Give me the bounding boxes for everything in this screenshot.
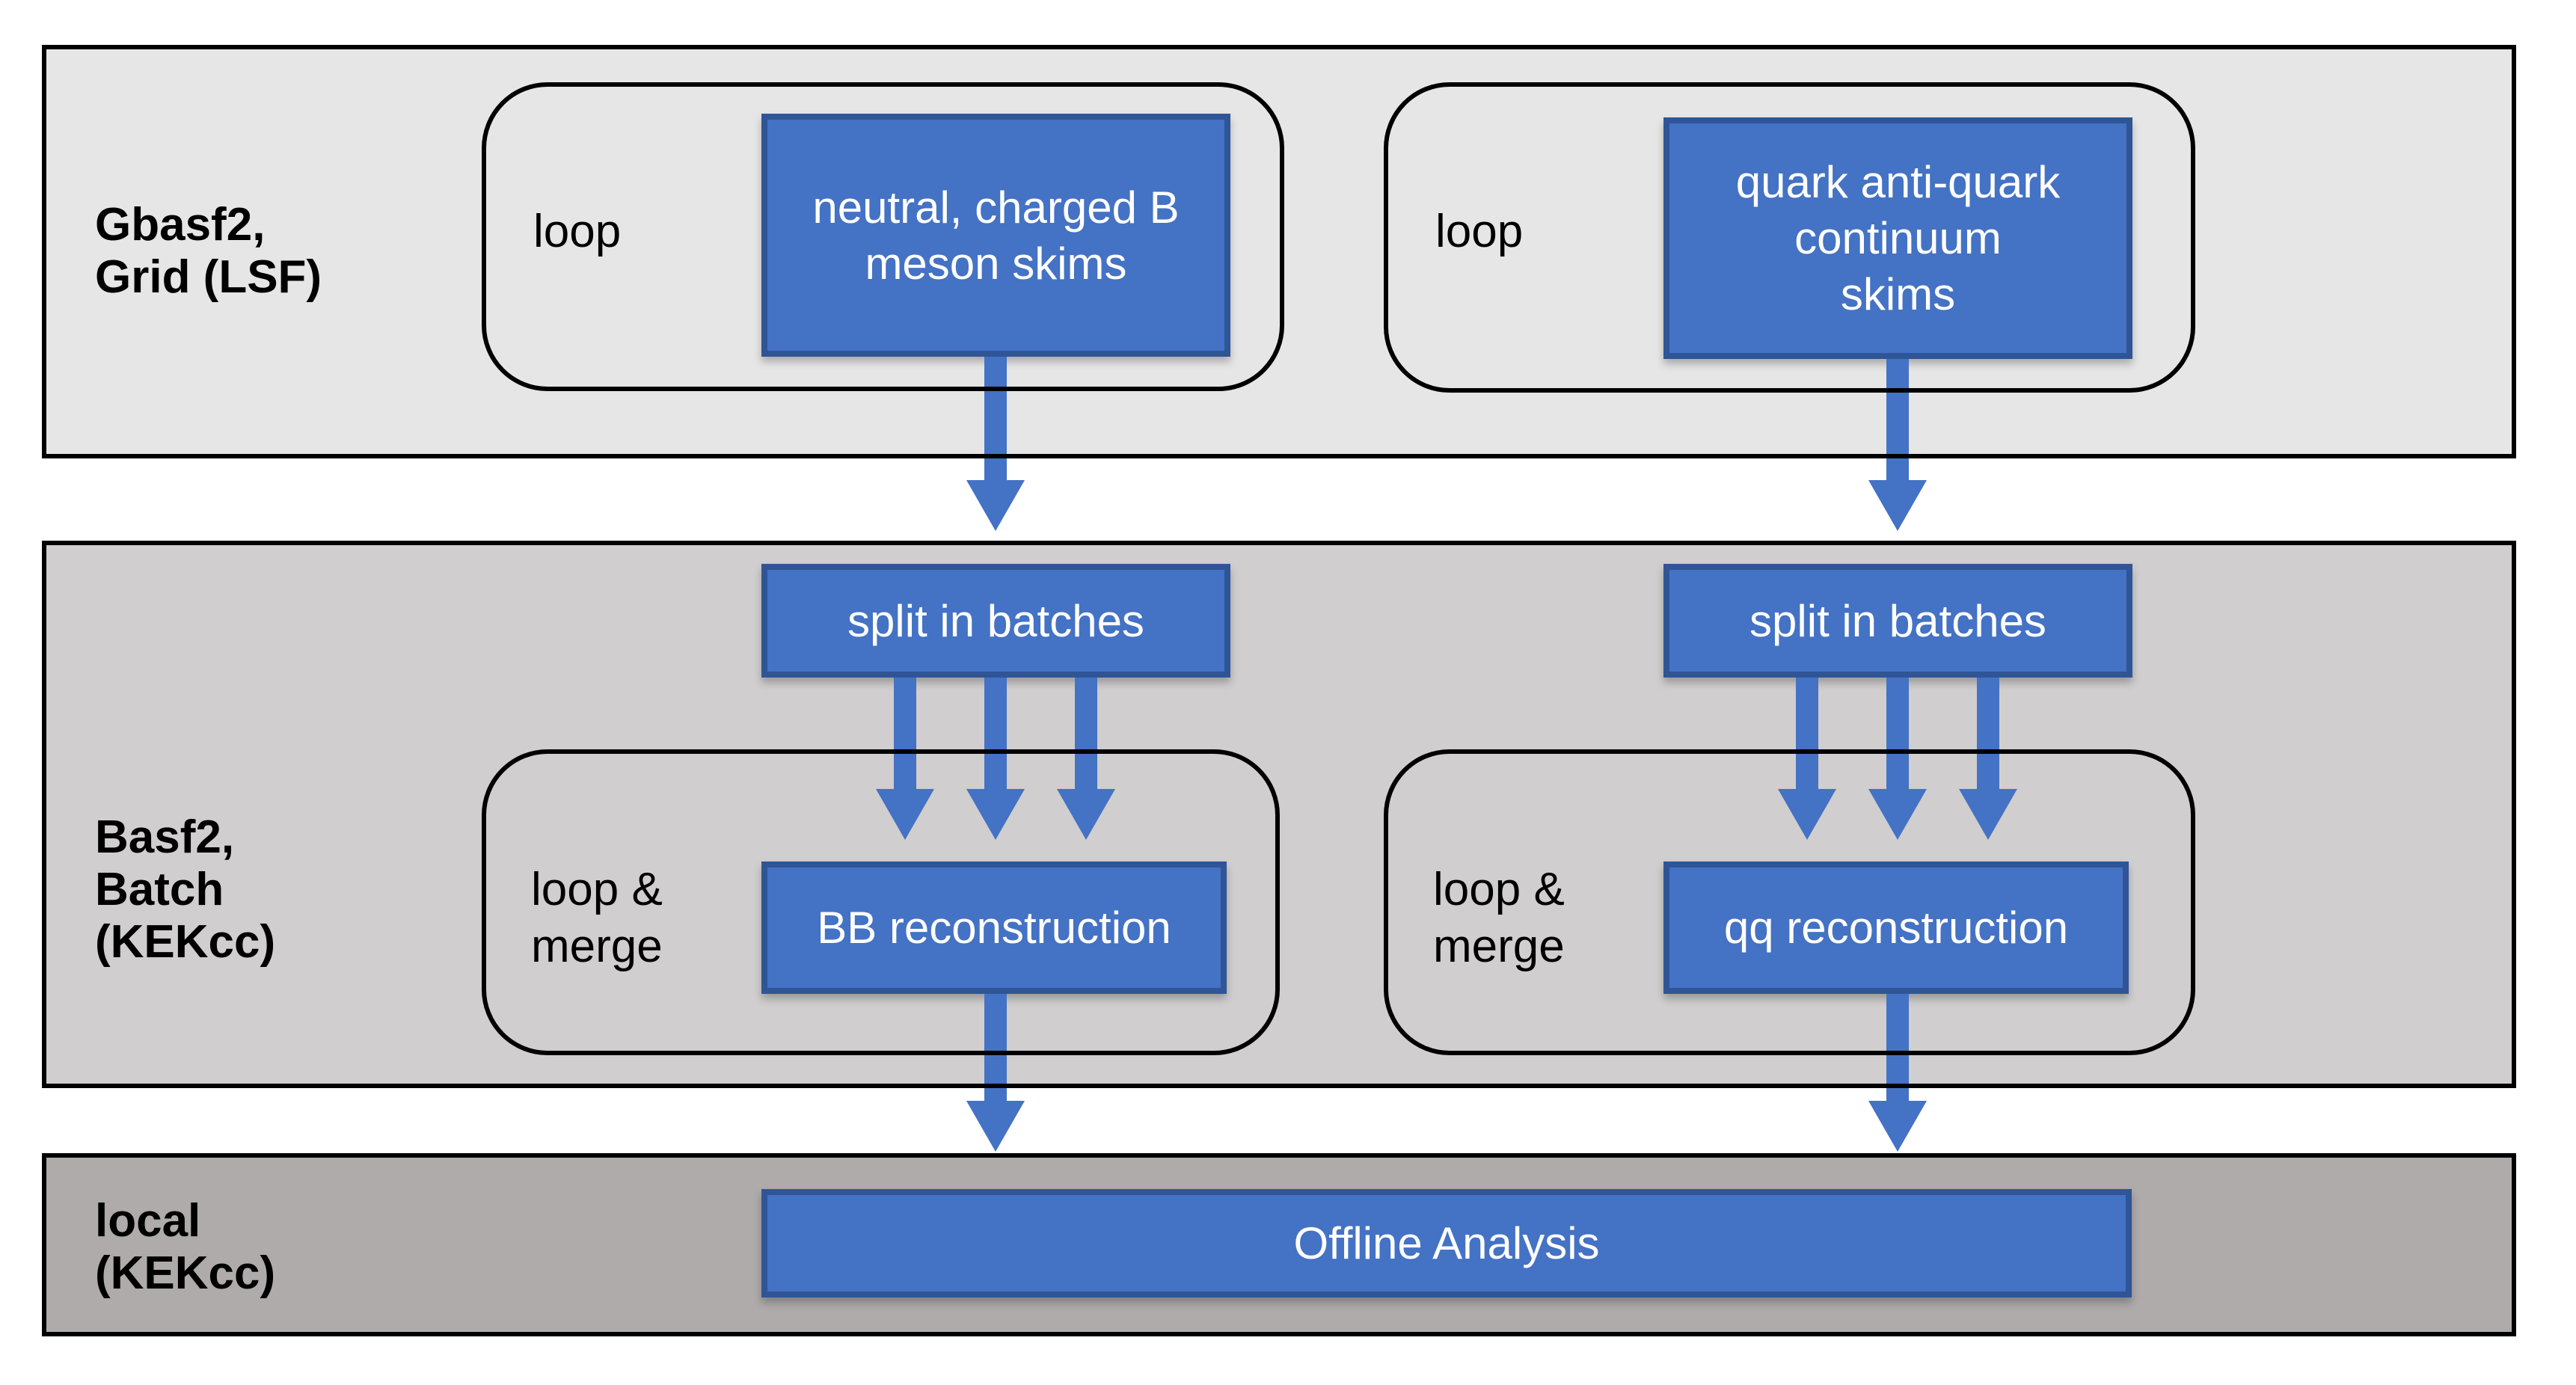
node-qq-reconstruction: qq reconstruction — [1663, 862, 2129, 994]
band-label-gbasf2-grid: Gbasf2, Grid (LSF) — [95, 199, 322, 303]
node-b-meson-skims: neutral, charged B meson skims — [761, 114, 1230, 357]
band-batch-background — [42, 541, 2516, 1088]
band-label-local-kekcc: local (KEKcc) — [95, 1195, 276, 1299]
loop-merge-label-right: loop & merge — [1433, 864, 1565, 972]
loop-merge-label-left: loop & merge — [531, 864, 663, 972]
loop-label-right-top: loop — [1435, 206, 1524, 257]
loop-label-left-top: loop — [533, 206, 622, 257]
band-grid-background — [42, 45, 2516, 458]
node-offline-analysis: Offline Analysis — [761, 1189, 2132, 1298]
node-split-batches-left: split in batches — [761, 564, 1230, 678]
band-label-basf2-batch: Basf2, Batch (KEKcc) — [95, 811, 276, 968]
node-split-batches-right: split in batches — [1663, 564, 2132, 678]
node-bb-reconstruction: BB reconstruction — [761, 862, 1227, 994]
node-continuum-skims: quark anti-quark continuum skims — [1663, 117, 2132, 359]
